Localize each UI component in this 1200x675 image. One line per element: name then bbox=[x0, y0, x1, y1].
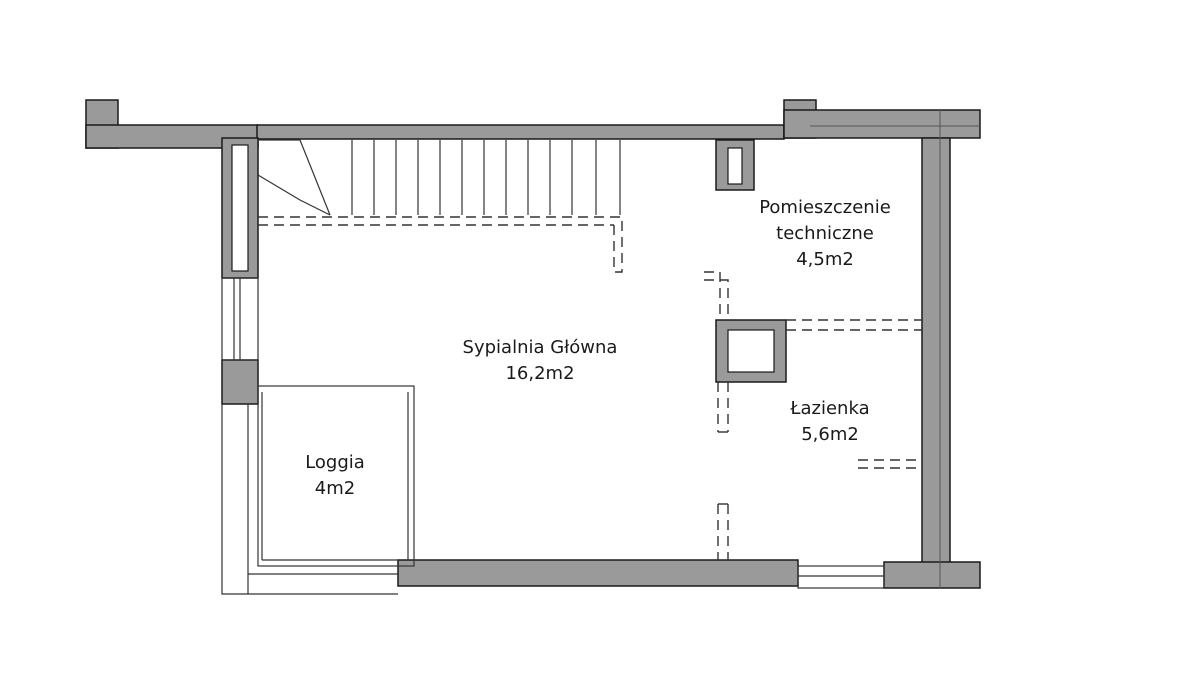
label-technical-room: Pomieszczenie techniczne 4,5m2 bbox=[735, 195, 915, 273]
technical-room-name-line1: Pomieszczenie bbox=[759, 197, 891, 218]
label-bathroom: Łazienka 5,6m2 bbox=[760, 396, 900, 448]
wall-bottom-right bbox=[883, 561, 981, 589]
bedroom-name: Sypialnia Główna bbox=[462, 337, 618, 358]
chimney-flue bbox=[727, 147, 743, 185]
dashed-lines bbox=[258, 216, 922, 560]
wall-top-main bbox=[256, 124, 785, 140]
wall-right bbox=[921, 137, 951, 564]
bedroom-area: 16,2m2 bbox=[505, 363, 575, 384]
wall-left-lower bbox=[221, 359, 259, 405]
label-bedroom: Sypialnia Główna 16,2m2 bbox=[430, 335, 650, 387]
label-loggia: Loggia 4m2 bbox=[270, 450, 400, 502]
loggia-name: Loggia bbox=[305, 452, 365, 473]
thin-lines bbox=[221, 139, 885, 595]
loggia-outline bbox=[257, 385, 415, 567]
window-bottom bbox=[797, 565, 885, 589]
shaft-opening bbox=[727, 329, 775, 373]
wall-top-right bbox=[783, 109, 981, 139]
wall-bottom-main bbox=[397, 559, 799, 587]
loggia-area: 4m2 bbox=[314, 478, 356, 499]
wall-left-upper-inner bbox=[231, 144, 249, 272]
stair-winder bbox=[257, 174, 331, 216]
bathroom-area: 5,6m2 bbox=[801, 424, 859, 445]
bathroom-name: Łazienka bbox=[790, 398, 870, 419]
technical-room-name-line2: techniczne bbox=[776, 223, 874, 244]
technical-room-area: 4,5m2 bbox=[796, 249, 854, 270]
loggia-outer-edge bbox=[221, 404, 398, 595]
stair-treads bbox=[351, 140, 621, 215]
